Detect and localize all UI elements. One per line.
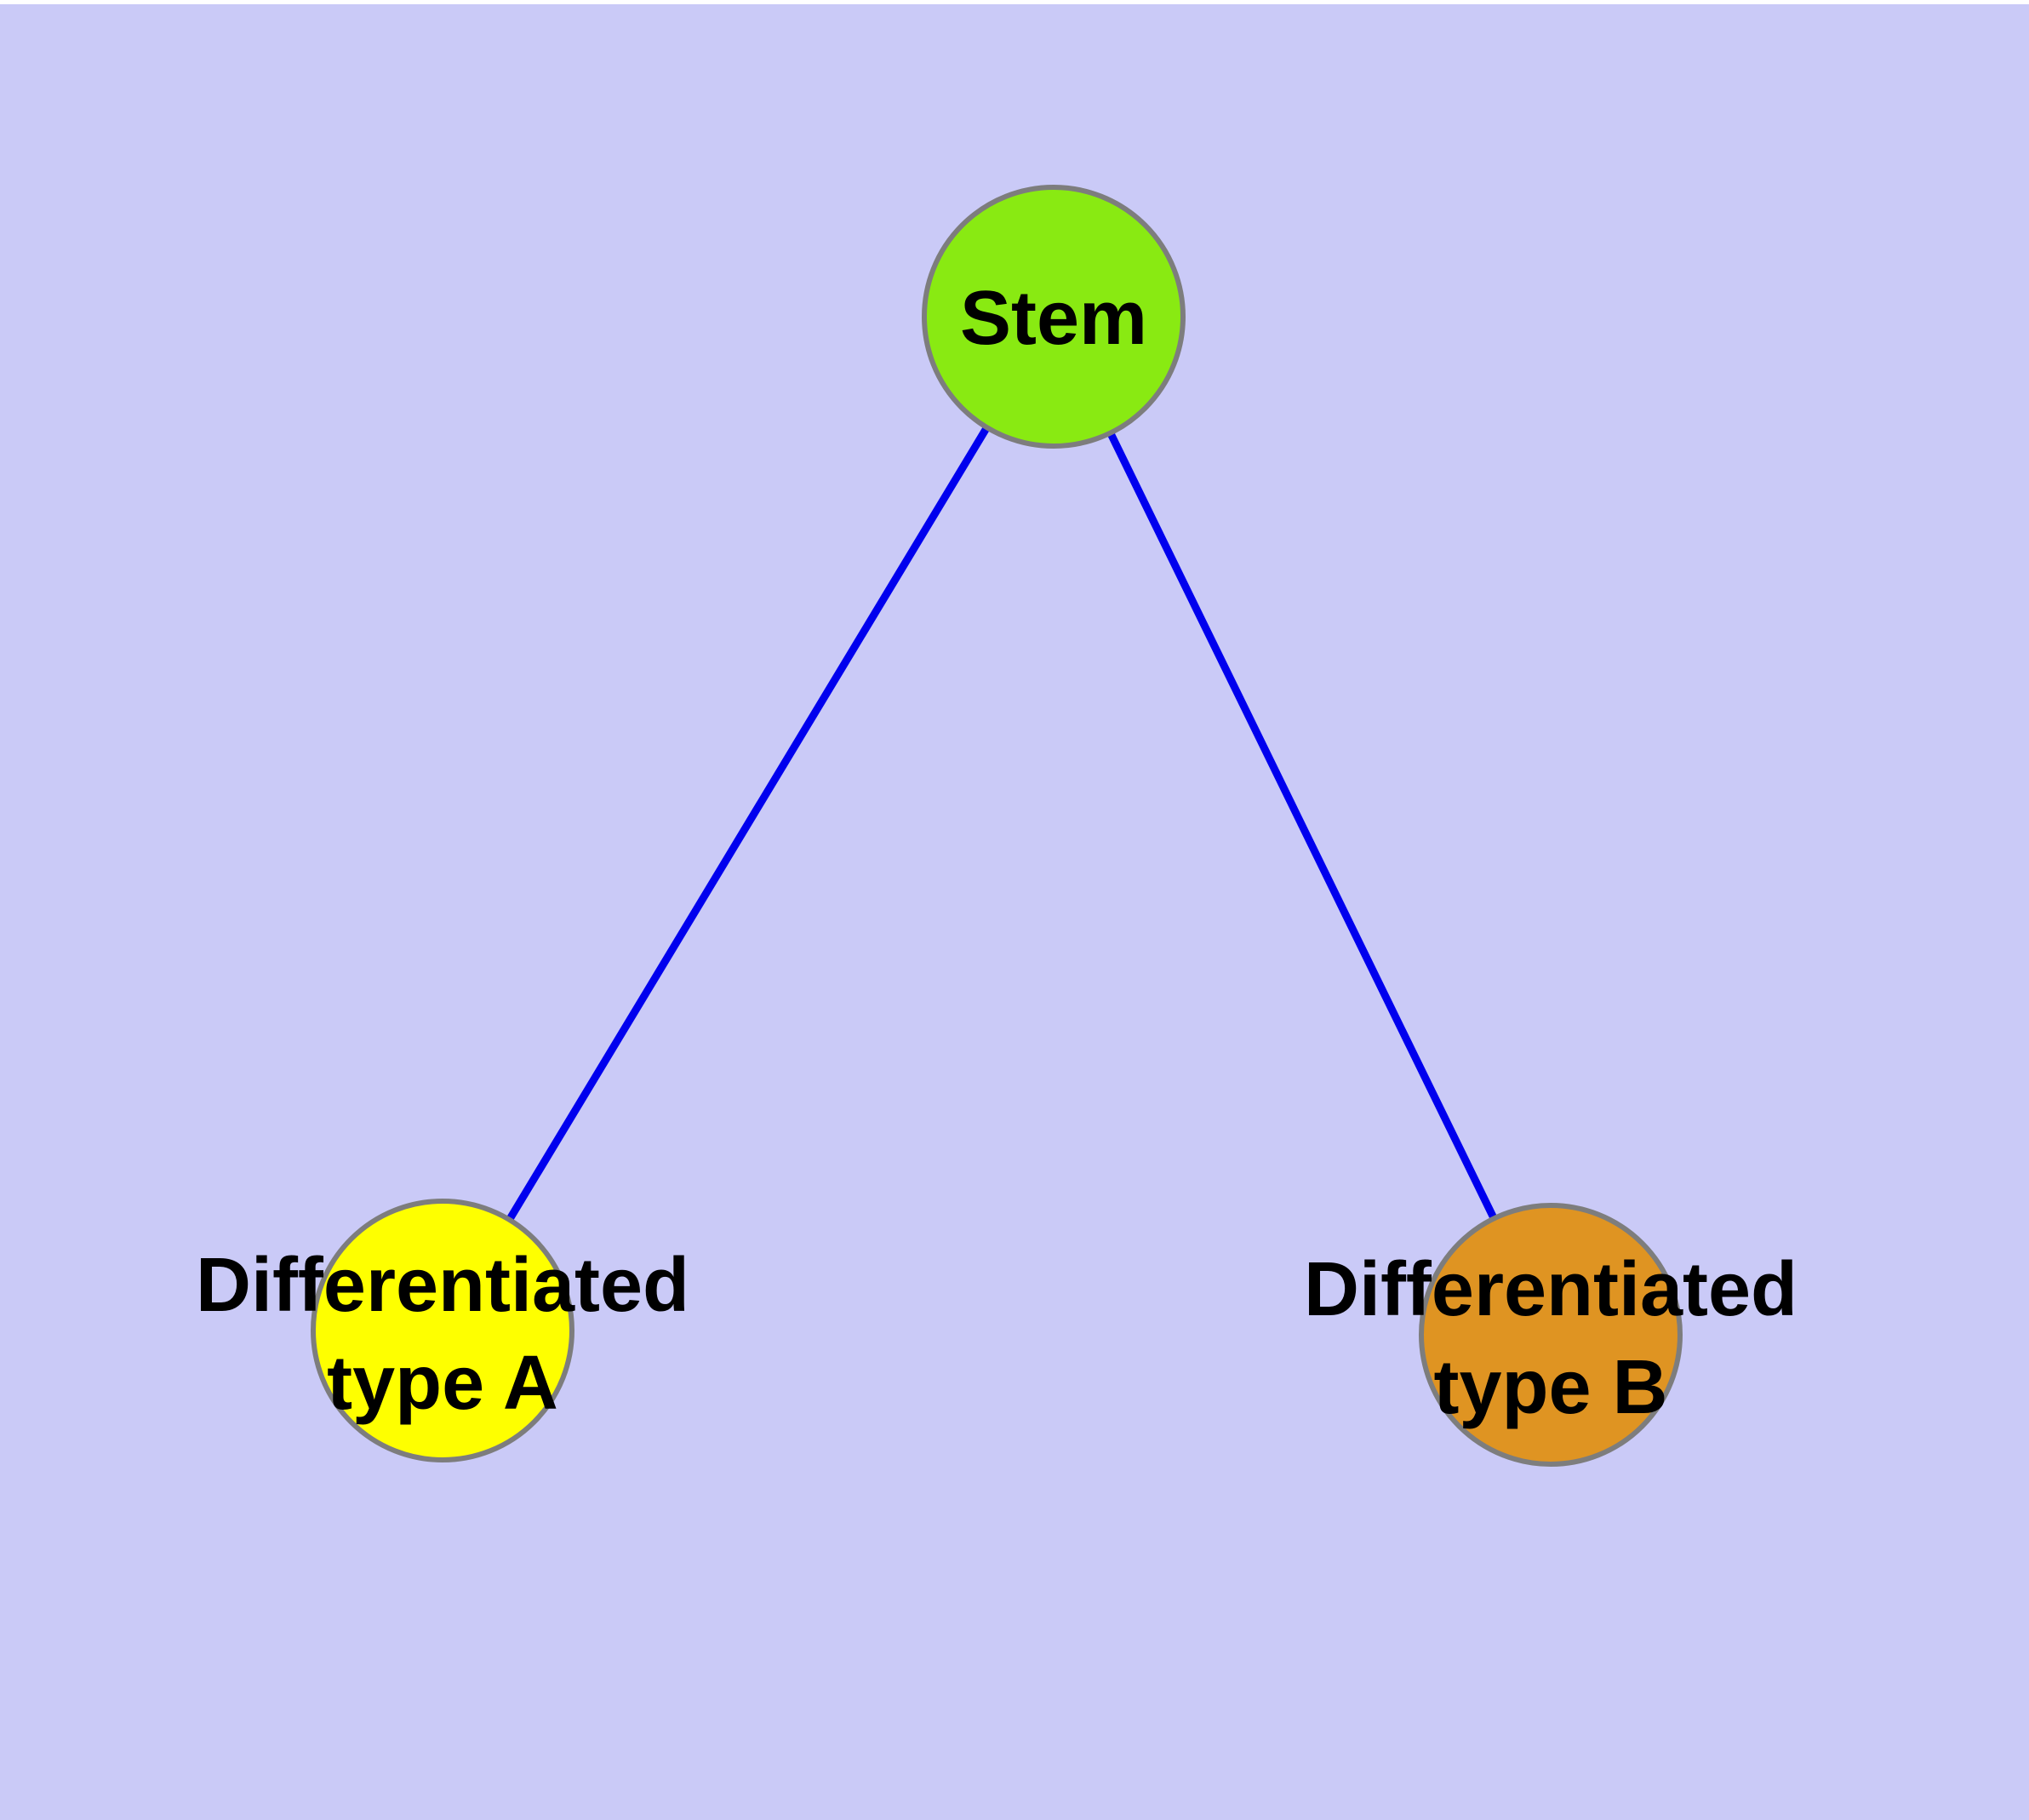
- node-stem-label: Stem: [960, 276, 1147, 361]
- node-differentiated-type-b[interactable]: [1419, 1203, 1683, 1467]
- node-type-a-label-line1: Differentiated: [196, 1243, 689, 1328]
- edge-stem-to-type-b: [1049, 312, 1555, 1339]
- node-differentiated-type-a[interactable]: [311, 1199, 574, 1462]
- node-type-a-label-line2: type A: [327, 1341, 558, 1426]
- node-stem[interactable]: [922, 185, 1186, 449]
- edge-stem-to-type-a: [438, 312, 1058, 1335]
- node-type-b-label-line1: Differentiated: [1304, 1247, 1798, 1332]
- node-type-b-label-line2: type B: [1433, 1345, 1667, 1430]
